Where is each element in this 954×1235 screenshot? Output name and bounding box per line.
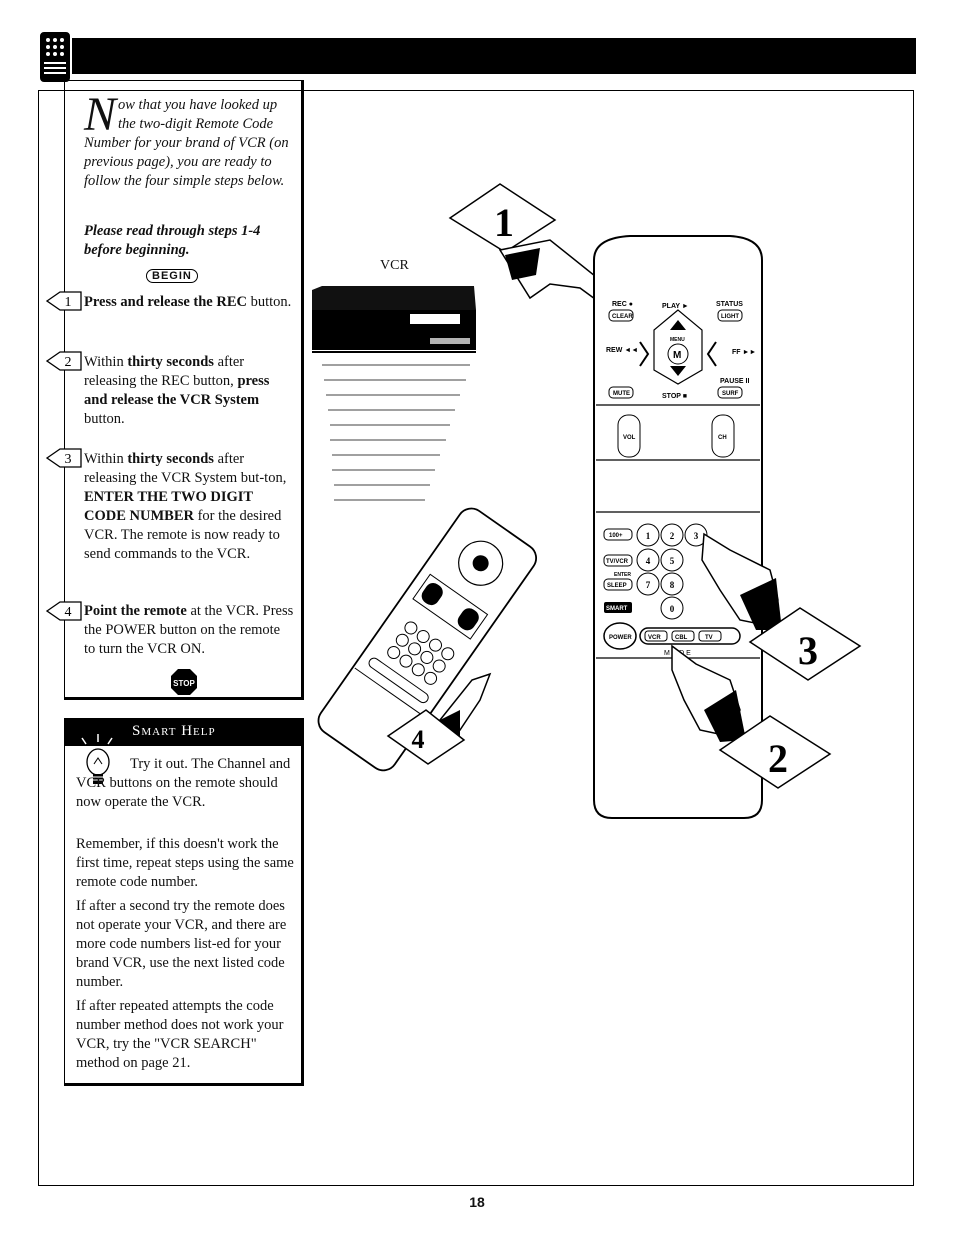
remote-icon [38,30,72,84]
callout-1: 1 [448,183,557,253]
smart-help-header: Smart Help [64,718,304,746]
step-1-bold: Press and release the REC [84,294,247,310]
svg-text:100+: 100+ [609,533,623,539]
svg-text:5: 5 [670,556,675,566]
page-number: 18 [469,1194,485,1210]
smart-help-box [64,718,304,1086]
step-1: Press and release the REC button. [84,293,294,312]
svg-text:VOL: VOL [623,435,636,441]
smart-help-p3: If after a second try the remote does no… [76,898,287,990]
step-3-number: 3 [65,452,72,467]
svg-text:8: 8 [670,580,675,590]
callout-3-number: 3 [798,628,818,673]
page-frame [38,90,914,1186]
svg-text:PAUSE II: PAUSE II [720,378,749,385]
read-warning: Please read through steps 1-4 before beg… [84,223,261,258]
vcr-device [312,286,476,353]
step-4-number: 4 [65,605,72,620]
step-4-bold: Point the remote [84,603,187,619]
smart-help-p4: If after repeated attempts the code numb… [76,998,284,1071]
step-2: Within thirty seconds after releasing th… [84,354,270,427]
step-divider [64,312,65,340]
remote-control-large: REC ● PLAY ► STATUS CLEAR LIGHT M MENU R… [593,235,763,819]
step-1-text: button. [246,294,292,310]
stop-label: STOP [173,679,195,688]
hand-1 [498,239,622,311]
svg-text:MENU: MENU [670,337,685,343]
begin-badge: BEGIN [146,269,198,283]
step-1-number: 1 [65,295,72,310]
svg-text:STATUS: STATUS [716,301,743,308]
svg-text:PLAY ►: PLAY ► [662,303,689,310]
svg-text:2: 2 [670,531,675,541]
step-4-text: at the VCR. Press the POWER button on th… [84,603,294,657]
callout-3: 3 [748,607,862,681]
header-bar [38,38,916,74]
callout-1-number: 1 [494,200,514,245]
callout-2-number: 2 [768,736,788,781]
callout-4: 4 [386,709,466,765]
svg-text:M: M [673,350,681,361]
vcr-label: VCR [380,258,409,273]
hand-2 [671,644,746,742]
svg-text:STOP ■: STOP ■ [662,393,687,400]
svg-text:ENTER: ENTER [614,572,631,578]
svg-text:VCR: VCR [648,635,661,641]
hand-3 [701,532,782,630]
svg-text:CBL: CBL [675,635,688,641]
svg-text:TV: TV [705,635,713,641]
svg-text:REC ●: REC ● [612,301,633,308]
svg-text:MUTE: MUTE [613,391,630,397]
step-3: Within thirty seconds after releasing th… [84,451,287,562]
lightbulb-icon [81,734,113,784]
smart-help-p2: Remember, if this doesn't work the first… [76,836,294,890]
step-3-arrow-icon: 3 [46,448,82,468]
step-1-arrow-icon: 1 [46,291,82,311]
step-divider [64,469,65,591]
svg-text:7: 7 [646,580,651,590]
step-divider [64,372,65,438]
step-4-arrow-icon: 4 [46,601,82,621]
intro-text: ow that you have looked up the two-digit… [84,97,289,189]
ir-beam [322,364,470,501]
step-2-number: 2 [65,355,72,370]
smart-help-p1: Try it out. The Channel and VCR buttons … [76,756,291,810]
callout-4-number: 4 [412,725,425,754]
svg-text:0: 0 [670,604,675,614]
svg-text:REW ◄◄: REW ◄◄ [606,347,638,354]
svg-text:1: 1 [646,531,651,541]
illustration: 1 REC ● PLAY ► STATUS CLEAR LIGHT M MENU [312,183,862,819]
svg-text:SMART: SMART [606,606,628,612]
svg-text:FF ►►: FF ►► [732,349,756,356]
svg-text:4: 4 [646,556,651,566]
svg-text:CLEAR: CLEAR [612,314,633,320]
svg-text:POWER: POWER [609,635,632,641]
step-4: Point the remote at the VCR. Press the P… [84,602,294,659]
svg-text:SURF: SURF [722,391,739,397]
remote-control-small [317,507,537,772]
step-2-arrow-icon: 2 [46,351,82,371]
svg-text:CH: CH [718,435,727,441]
svg-text:LIGHT: LIGHT [721,314,739,320]
svg-text:3: 3 [694,531,699,541]
stop-sign-icon: STOP [171,669,197,695]
callout-2: 2 [718,715,832,789]
svg-text:SLEEP: SLEEP [607,583,627,589]
svg-text:TV/VCR: TV/VCR [606,559,629,565]
smart-help-title: Smart Help [132,723,216,739]
dropcap: N [84,88,117,141]
